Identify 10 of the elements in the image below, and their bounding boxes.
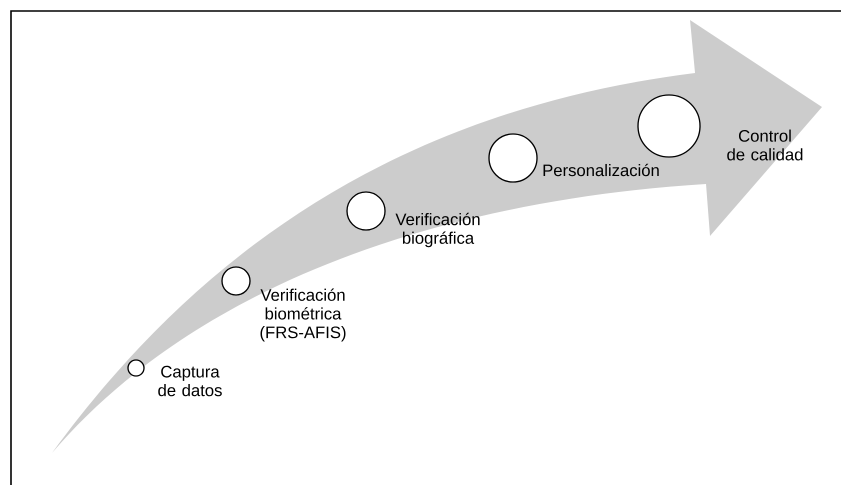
circle-marker [488, 133, 538, 183]
circle-marker [346, 191, 386, 231]
step-label: Verificación biométrica (FRS-AFIS) [260, 288, 346, 342]
circle-marker [221, 266, 251, 296]
step-label: Control de calidad [727, 130, 802, 160]
circle-marker [637, 94, 701, 158]
step-label: Captura de datos [158, 366, 222, 396]
step-label: Personalización [544, 164, 659, 176]
step-label: Verificación biográfica [395, 212, 480, 248]
circle-marker [127, 359, 145, 377]
